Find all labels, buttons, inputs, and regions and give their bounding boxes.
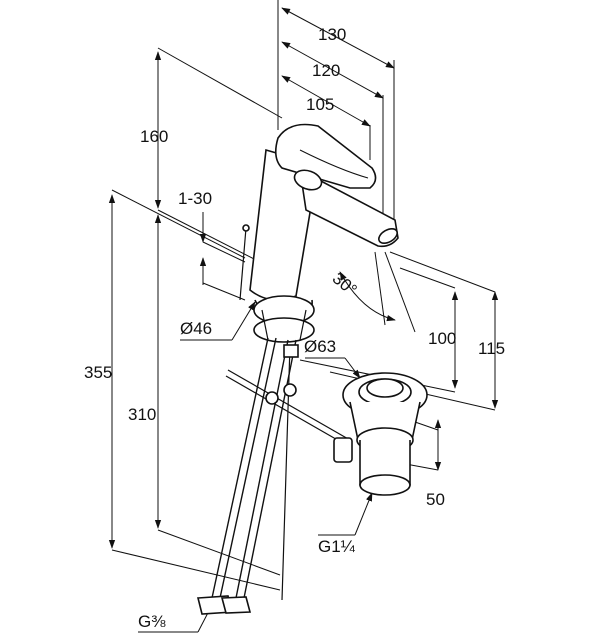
drain-assembly (333, 372, 428, 496)
dim-base-diameter: Ø46 (180, 319, 212, 338)
supply-hoses (196, 337, 299, 615)
linkage-rod (225, 369, 351, 447)
dim-reach-mid: 120 (312, 61, 340, 80)
dim-height-to-outlet: 310 (128, 405, 156, 424)
dimension-lines (108, 0, 499, 633)
dim-overall-height: 355 (84, 363, 112, 382)
dim-lever-travel: 1-30 (178, 189, 212, 208)
faucet-body (239, 123, 399, 343)
dim-drain-thread: G1¼ (318, 537, 356, 556)
dim-reach-outlet: 105 (306, 95, 334, 114)
dim-reach-total: 130 (318, 25, 346, 44)
dim-outlet-height-total: 115 (478, 339, 505, 358)
dim-drain-length: 50 (426, 490, 445, 509)
dim-outlet-height: 100 (428, 329, 456, 348)
dim-supply-thread: G⅜ (138, 612, 166, 631)
dim-spout-height: 160 (140, 127, 168, 146)
dim-drain-diameter: Ø63 (304, 337, 336, 356)
